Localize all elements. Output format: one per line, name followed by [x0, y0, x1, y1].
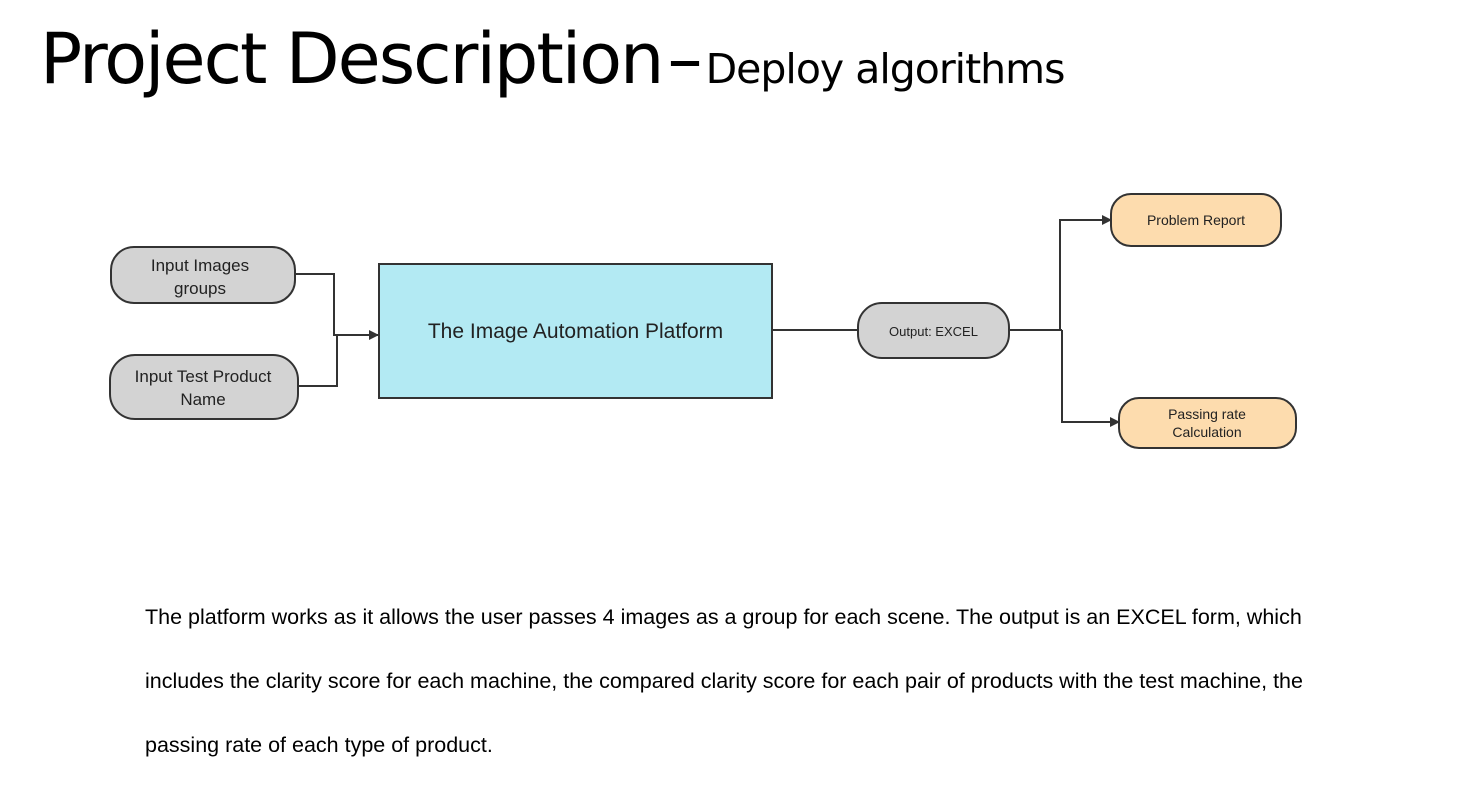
- node-input-images-line2: groups: [174, 279, 226, 298]
- node-problem-report-label: Problem Report: [1147, 212, 1245, 228]
- node-passing-rate-line1: Passing rate: [1168, 406, 1246, 422]
- node-input-images-line1: Input Images: [151, 256, 249, 275]
- node-platform: The Image Automation Platform: [378, 263, 773, 399]
- connector-product-to-platform: [298, 335, 338, 387]
- node-platform-shape: [378, 263, 773, 399]
- description-text: The platform works as it allows the user…: [145, 605, 1303, 757]
- node-passing-rate-shape: [1118, 397, 1297, 449]
- node-passing-rate-line2: Calculation: [1172, 424, 1241, 440]
- node-problem-report: Problem Report: [1110, 193, 1282, 247]
- node-input-product: Input Test Product Name: [109, 354, 299, 420]
- node-input-product-shape: [109, 354, 299, 420]
- node-input-product-line2: Name: [180, 390, 225, 409]
- node-input-product-line1: Input Test Product: [135, 367, 272, 386]
- title-dash: –: [667, 18, 703, 100]
- connector-to-passing-rate: [1061, 330, 1120, 427]
- connector-images-to-platform: [295, 273, 379, 340]
- node-input-images: Input Images groups: [110, 246, 296, 304]
- node-output-shape: [857, 302, 1010, 359]
- node-passing-rate: Passing rate Calculation: [1118, 397, 1297, 449]
- node-output: Output: EXCEL: [857, 302, 1010, 359]
- title-sub: Deploy algorithms: [705, 45, 1066, 93]
- connector-to-problem-report: [1059, 215, 1112, 330]
- page-title: Project Description – Deploy algorithms: [40, 18, 1066, 100]
- title-main: Project Description: [40, 18, 664, 100]
- connectors: [295, 215, 1120, 427]
- node-input-images-shape: [110, 246, 296, 304]
- node-problem-report-shape: [1110, 193, 1282, 247]
- node-platform-label: The Image Automation Platform: [428, 320, 723, 343]
- node-output-label: Output: EXCEL: [889, 324, 978, 339]
